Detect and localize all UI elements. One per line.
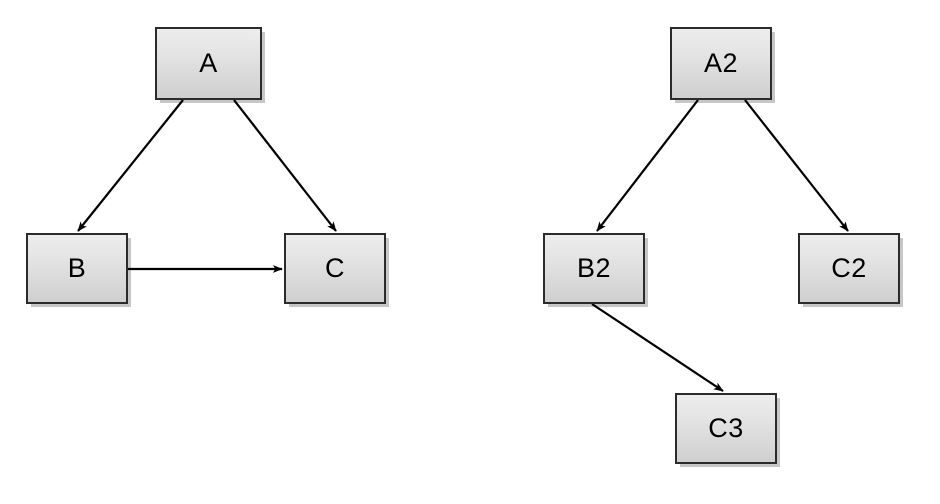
edge-b2-to-c3 xyxy=(591,303,724,392)
node-c3[interactable]: C3 xyxy=(675,393,777,464)
node-label-b2: B2 xyxy=(576,253,612,283)
node-c2[interactable]: C2 xyxy=(798,233,900,304)
edges-group xyxy=(77,99,849,392)
node-label-c2: C2 xyxy=(831,253,867,283)
edge-a2-to-c2 xyxy=(744,99,849,232)
node-label-a: A xyxy=(199,48,218,78)
node-b[interactable]: B xyxy=(26,233,128,304)
node-label-a2: A2 xyxy=(703,48,739,78)
edge-a-to-c xyxy=(233,99,337,232)
edge-a2-to-b2 xyxy=(596,99,699,232)
node-label-c3: C3 xyxy=(708,413,744,443)
node-b2[interactable]: B2 xyxy=(543,233,645,304)
node-a[interactable]: A xyxy=(155,27,262,100)
node-label-c: C xyxy=(325,253,345,283)
node-c[interactable]: C xyxy=(284,233,386,304)
node-label-b: B xyxy=(67,253,87,283)
edge-a-to-b xyxy=(77,99,184,232)
node-a2[interactable]: A2 xyxy=(670,27,772,100)
